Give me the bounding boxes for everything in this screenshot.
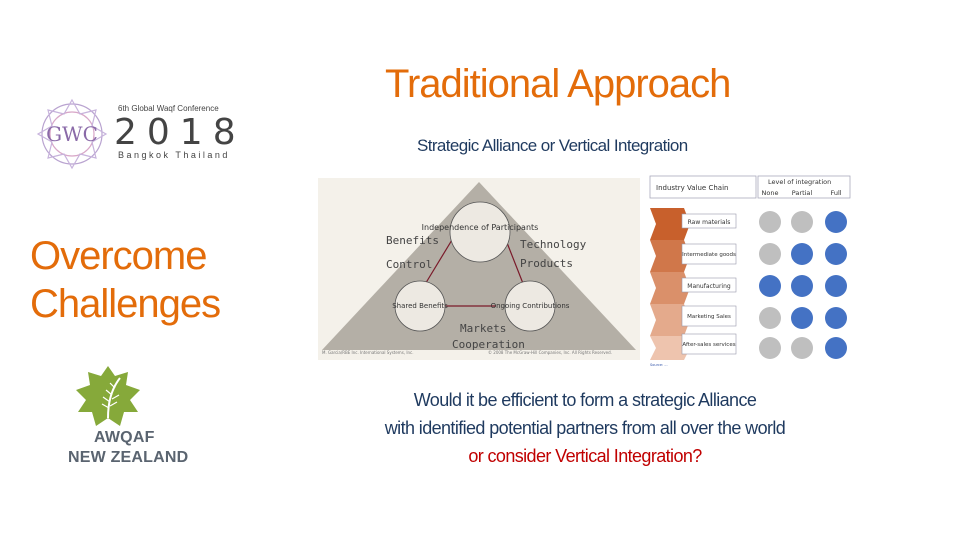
awqaf-line1: AWQAF xyxy=(94,429,155,446)
question-line2: with identified potential partners from … xyxy=(384,418,786,438)
stage-marketing-sales: Marketing Sales xyxy=(687,314,731,320)
stage-after-sales: After-sales services xyxy=(682,342,735,348)
gwc-year: 2018 xyxy=(114,112,246,153)
circle-label-independence: Independence of Participants xyxy=(422,223,539,232)
gwc-mandala-icon: GWC xyxy=(36,98,108,170)
gwc-monogram: GWC xyxy=(46,122,98,146)
level-partial: Partial xyxy=(792,189,813,197)
side-heading-line2: Challenges xyxy=(30,282,221,326)
value-chain-header-box xyxy=(649,175,757,199)
awqaf-star-fern-icon xyxy=(76,366,140,426)
slide-title: Traditional Approach xyxy=(385,62,731,106)
label-control: Control xyxy=(386,258,432,271)
triangle-credit-right: © 2008 The McGraw-Hill Companies, Inc. A… xyxy=(488,350,612,355)
slide-subtitle: Strategic Alliance or Vertical Integrati… xyxy=(417,136,688,155)
question-text: Would it be efficient to form a strategi… xyxy=(330,386,840,470)
circle-label-ongoing-contributions: Ongoing Contributions xyxy=(491,302,570,310)
question-line3: or consider Vertical Integration? xyxy=(468,446,702,466)
chain-chevron-3 xyxy=(650,272,690,304)
gwc-city: Bangkok Thailand xyxy=(118,150,230,160)
value-chain-integration-figure: Industry Value Chain Level of integratio… xyxy=(646,172,852,368)
chain-chevron-1 xyxy=(650,208,690,240)
level-header-box xyxy=(757,175,851,199)
circle-label-shared-benefits: Shared Benefits xyxy=(392,302,448,310)
triangle-credit-left: M. Garcia/RBE Inc. International Systems… xyxy=(322,350,414,355)
value-chain-source: Source: ... xyxy=(650,363,668,367)
gwc-superscript: 6th Global Waqf Conference xyxy=(118,104,219,113)
chain-chevron-4 xyxy=(650,304,690,336)
value-chain-header: Industry Value Chain xyxy=(656,184,728,192)
chain-chevron-5 xyxy=(650,336,690,360)
label-cooperation: Cooperation xyxy=(452,338,525,351)
question-line1: Would it be efficient to form a strategi… xyxy=(413,390,757,410)
level-full: Full xyxy=(830,189,841,197)
stage-raw-materials: Raw materials xyxy=(688,219,731,226)
stage-manufacturing: Manufacturing xyxy=(687,283,731,290)
awqaf-line2: NEW ZEALAND xyxy=(68,449,189,466)
label-technology: Technology xyxy=(520,238,587,251)
side-heading: Overcome Challenges xyxy=(30,232,221,328)
label-benefits: Benefits xyxy=(386,234,439,247)
level-none: None xyxy=(762,189,779,197)
circle-ongoing-contributions xyxy=(504,280,556,332)
stage-intermediate-goods: Intermediate goods xyxy=(682,252,736,258)
circle-shared-benefits xyxy=(394,280,446,332)
label-products: Products xyxy=(520,257,573,270)
awqaf-name: AWQAF NEW ZEALAND xyxy=(62,428,212,468)
side-heading-line1: Overcome xyxy=(30,234,208,278)
level-header: Level of integration xyxy=(768,178,831,186)
circle-independence xyxy=(449,201,511,263)
label-markets: Markets xyxy=(460,322,506,335)
chain-chevron-2 xyxy=(650,240,690,272)
integration-dots xyxy=(759,211,847,359)
strategic-alliance-triangle-figure: Independence of Participants Shared Bene… xyxy=(318,178,640,360)
